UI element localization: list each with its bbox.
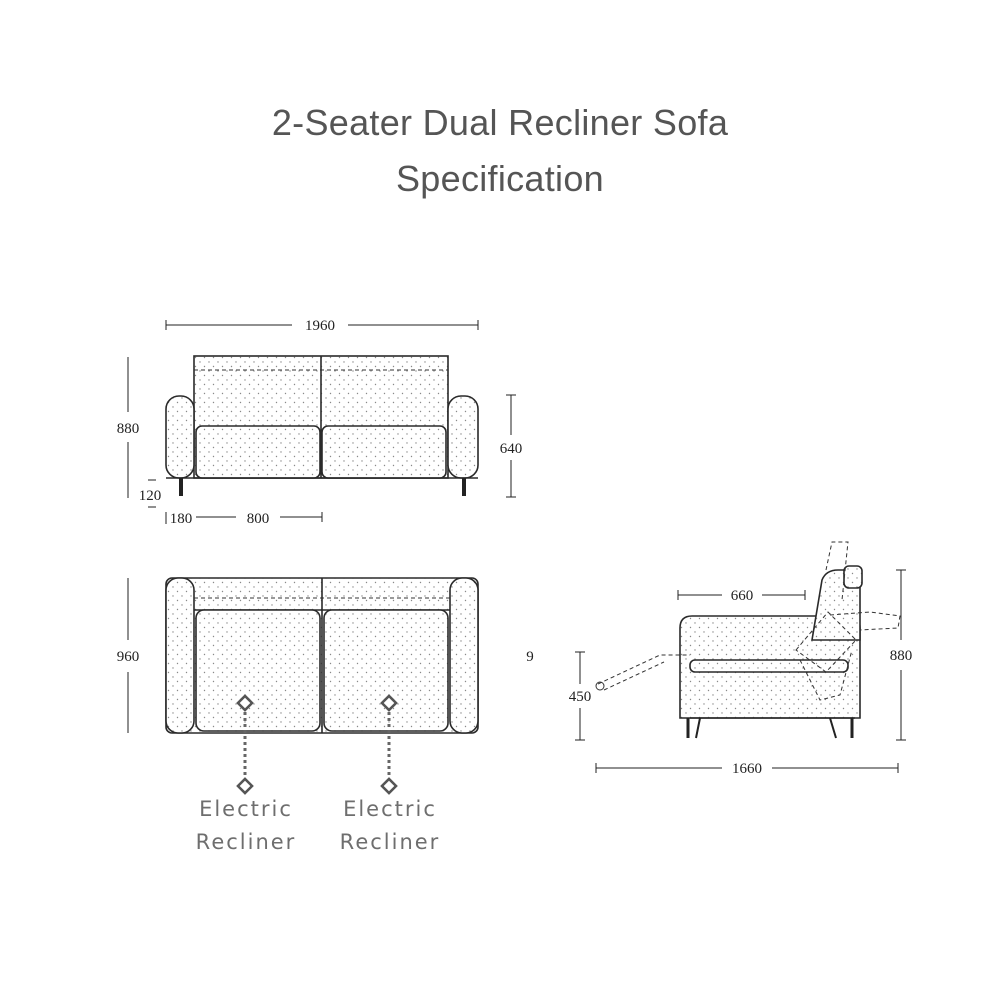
callout-right-line1: Electric — [343, 797, 437, 821]
callout-left-line2: Recliner — [196, 830, 297, 854]
callout-marker-right-bottom — [380, 777, 398, 795]
side-seat-cushion — [689, 659, 849, 673]
front-width-label: 1960 — [305, 318, 335, 334]
front-armrest-right — [447, 395, 479, 479]
top-stray-mark: 9 — [526, 649, 534, 665]
top-seat-right — [323, 609, 449, 732]
front-view: 1960 880 120 640 180 800 — [117, 318, 523, 527]
side-height-label: 880 — [890, 648, 913, 664]
side-headrest-raised — [825, 541, 849, 601]
callout-marker-left-bottom — [236, 777, 254, 795]
front-arm-width-label: 180 — [170, 511, 193, 527]
side-headrest — [843, 565, 863, 589]
front-leg-right — [462, 478, 466, 496]
top-armrest-left — [165, 577, 195, 734]
front-leg-height-label: 120 — [139, 488, 162, 504]
callout-left-line1: Electric — [199, 797, 293, 821]
top-depth-label: 960 — [117, 649, 140, 665]
side-extended-length-label: 1660 — [732, 761, 762, 777]
side-seat-depth-label: 660 — [731, 588, 754, 604]
top-armrest-right — [449, 577, 479, 734]
front-seat-cushion-left — [195, 425, 321, 479]
side-footrest-extended — [597, 654, 690, 685]
front-seat-width-label: 800 — [247, 511, 270, 527]
front-seat-cushion-right — [321, 425, 447, 479]
front-leg-left — [179, 478, 183, 496]
top-seat-left — [195, 609, 321, 732]
title-line-1: 2-Seater Dual Recliner Sofa — [271, 102, 729, 143]
side-seat-height-label: 450 — [569, 689, 592, 705]
callout-marker-right-top — [380, 694, 398, 712]
top-view: 960 9 Electric Recliner Electric Recline… — [117, 577, 534, 854]
callout-right-line2: Recliner — [340, 830, 441, 854]
front-seat-height-label: 640 — [500, 441, 523, 457]
side-view: 660 880 450 1660 — [569, 541, 913, 777]
title-line-2: Specification — [395, 158, 605, 199]
front-armrest-left — [165, 395, 195, 479]
callout-marker-left-top — [236, 694, 254, 712]
front-height-label: 880 — [117, 421, 140, 437]
